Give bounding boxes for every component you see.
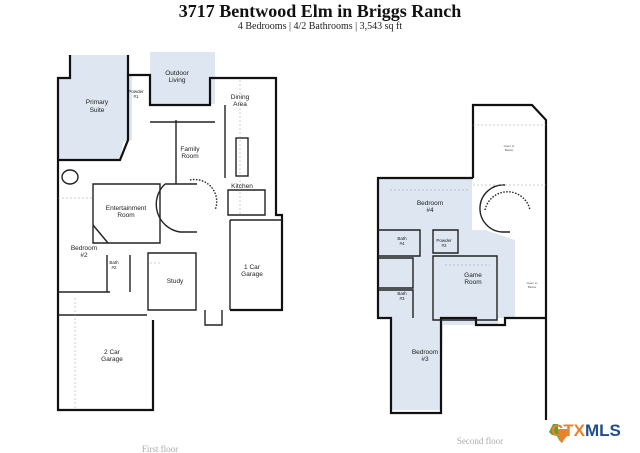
room-label-bath-3: Bath#3 (397, 291, 407, 301)
plan-subtitle: 4 Bedrooms | 4/2 Bathrooms | 3,543 sq ft (237, 21, 403, 32)
room-label-powder-2: Powder#2 (436, 238, 452, 248)
room-label-bedroom-3: Bedroom#3 (412, 349, 438, 363)
room-label-kitchen: Kitchen (231, 183, 253, 190)
first-floor-label: First floor (142, 444, 178, 453)
room-label-powder-1: Powder#1 (128, 89, 144, 99)
texas-logo-accent-icon (558, 429, 569, 443)
room-label-bedroom-2: Bedroom#2 (71, 245, 97, 259)
second-floor-label: Second floor (457, 436, 503, 446)
outdoor-living-area (150, 52, 215, 104)
second-floor-rooms-area (378, 178, 515, 410)
ctxmls-logo: CTXMLS (551, 421, 621, 441)
room-label-study: Study (167, 278, 184, 285)
room-label-bath-2: Bath#2 (109, 260, 119, 270)
logo-text-mls: MLS (585, 421, 621, 440)
primary-suite-area (58, 55, 132, 160)
logo-text-ctx: CTX (551, 421, 585, 440)
plan-title: 3717 Bentwood Elm in Briggs Ranch (178, 1, 462, 21)
room-label-bedroom-4: Bedroom#4 (417, 200, 443, 214)
room-label-bath-4: Bath#4 (397, 236, 407, 246)
